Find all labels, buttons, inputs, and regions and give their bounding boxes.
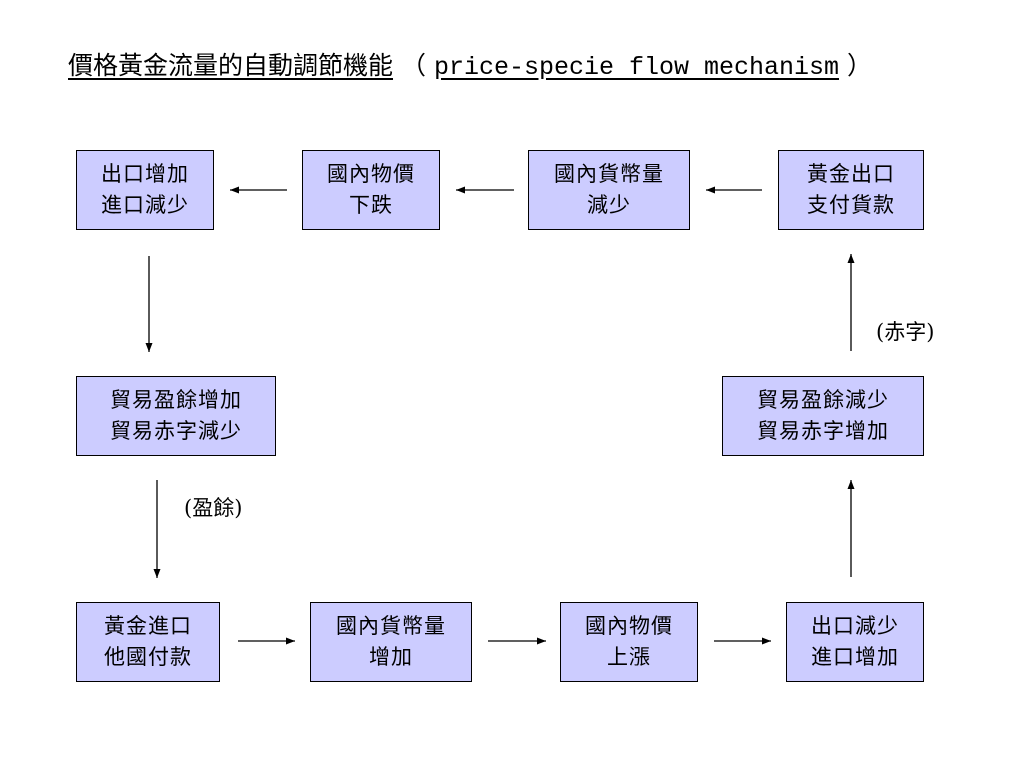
label-deficit: (赤字): [876, 320, 935, 344]
box-surplus-down-deficit-up: 貿易盈餘減少 貿易赤字增加: [722, 376, 924, 456]
box-line: 下跌: [349, 193, 393, 217]
box-line: 貿易盈餘減少: [757, 388, 889, 412]
box-line: 國內物價: [585, 614, 673, 638]
box-line: 貿易赤字減少: [110, 419, 242, 443]
box-line: 他國付款: [104, 645, 192, 669]
box-line: 減少: [587, 193, 631, 217]
box-line: 黃金出口: [807, 162, 895, 186]
diagram-title: 價格黃金流量的自動調節機能 （ price-specie flow mechan…: [68, 48, 872, 86]
box-gold-outflow: 黃金出口 支付貨款: [778, 150, 924, 230]
box-line: 國內貨幣量: [336, 614, 446, 638]
box-gold-inflow: 黃金進口 他國付款: [76, 602, 220, 682]
box-line: 黃金進口: [104, 614, 192, 638]
box-line: 出口減少: [811, 614, 899, 638]
box-line: 進口增加: [811, 645, 899, 669]
label-surplus: (盈餘): [184, 496, 243, 520]
box-money-supply-increase: 國內貨幣量 增加: [310, 602, 472, 682]
box-export-up-import-down: 出口增加 進口減少: [76, 150, 214, 230]
box-line: 貿易赤字增加: [757, 419, 889, 443]
title-open-paren: （: [400, 51, 426, 80]
box-line: 進口減少: [101, 193, 189, 217]
box-export-down-import-up: 出口減少 進口增加: [786, 602, 924, 682]
box-line: 出口增加: [101, 162, 189, 186]
box-surplus-up-deficit-down: 貿易盈餘增加 貿易赤字減少: [76, 376, 276, 456]
box-domestic-price-rise: 國內物價 上漲: [560, 602, 698, 682]
box-money-supply-decrease: 國內貨幣量 減少: [528, 150, 690, 230]
box-line: 國內物價: [327, 162, 415, 186]
box-line: 貿易盈餘增加: [110, 388, 242, 412]
box-line: 支付貨款: [807, 193, 895, 217]
box-line: 增加: [369, 645, 413, 669]
box-domestic-price-fall: 國內物價 下跌: [302, 150, 440, 230]
title-english: price-specie flow mechanism: [433, 53, 840, 82]
box-line: 國內貨幣量: [554, 162, 664, 186]
title-chinese: 價格黃金流量的自動調節機能: [68, 51, 394, 80]
title-close-paren: ）: [846, 51, 872, 80]
box-line: 上漲: [607, 645, 651, 669]
